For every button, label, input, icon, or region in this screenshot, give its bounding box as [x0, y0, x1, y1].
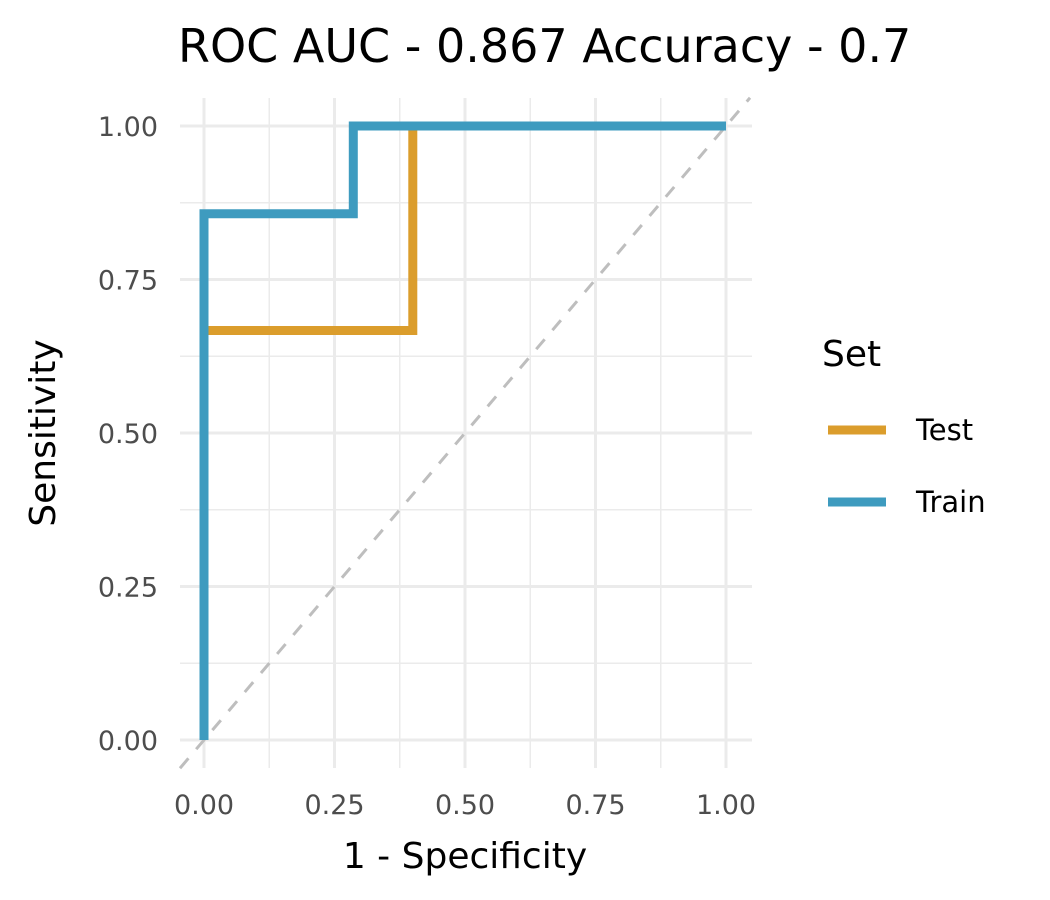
legend-label-test: Test — [915, 413, 973, 447]
legend-title: Set — [822, 334, 881, 375]
x-tick-label: 0.25 — [304, 790, 364, 821]
x-tick-label: 0.00 — [174, 790, 234, 821]
y-tick-label: 0.25 — [98, 573, 158, 604]
y-axis-title: Sensitivity — [23, 339, 64, 526]
y-tick-label: 0.50 — [98, 419, 158, 450]
chart-title: ROC AUC - 0.867 Accuracy - 0.7 — [178, 19, 911, 73]
diagonal-reference — [178, 96, 752, 770]
y-tick-label: 1.00 — [98, 112, 158, 143]
x-axis-title: 1 - Specificity — [343, 836, 587, 877]
legend-label-train: Train — [915, 485, 986, 519]
x-tick-label: 1.00 — [696, 790, 756, 821]
series-line-train — [199, 121, 726, 740]
reference-diagonal-line — [178, 96, 752, 770]
series-lines — [199, 121, 726, 740]
x-tick-labels: 0.00 0.25 0.50 0.75 1.00 — [174, 790, 756, 821]
x-tick-label: 0.50 — [435, 790, 495, 821]
y-tick-label: 0.00 — [98, 726, 158, 757]
x-tick-label: 0.75 — [565, 790, 625, 821]
y-tick-label: 0.75 — [98, 266, 158, 297]
y-tick-labels: 0.00 0.25 0.50 0.75 1.00 — [98, 112, 158, 757]
